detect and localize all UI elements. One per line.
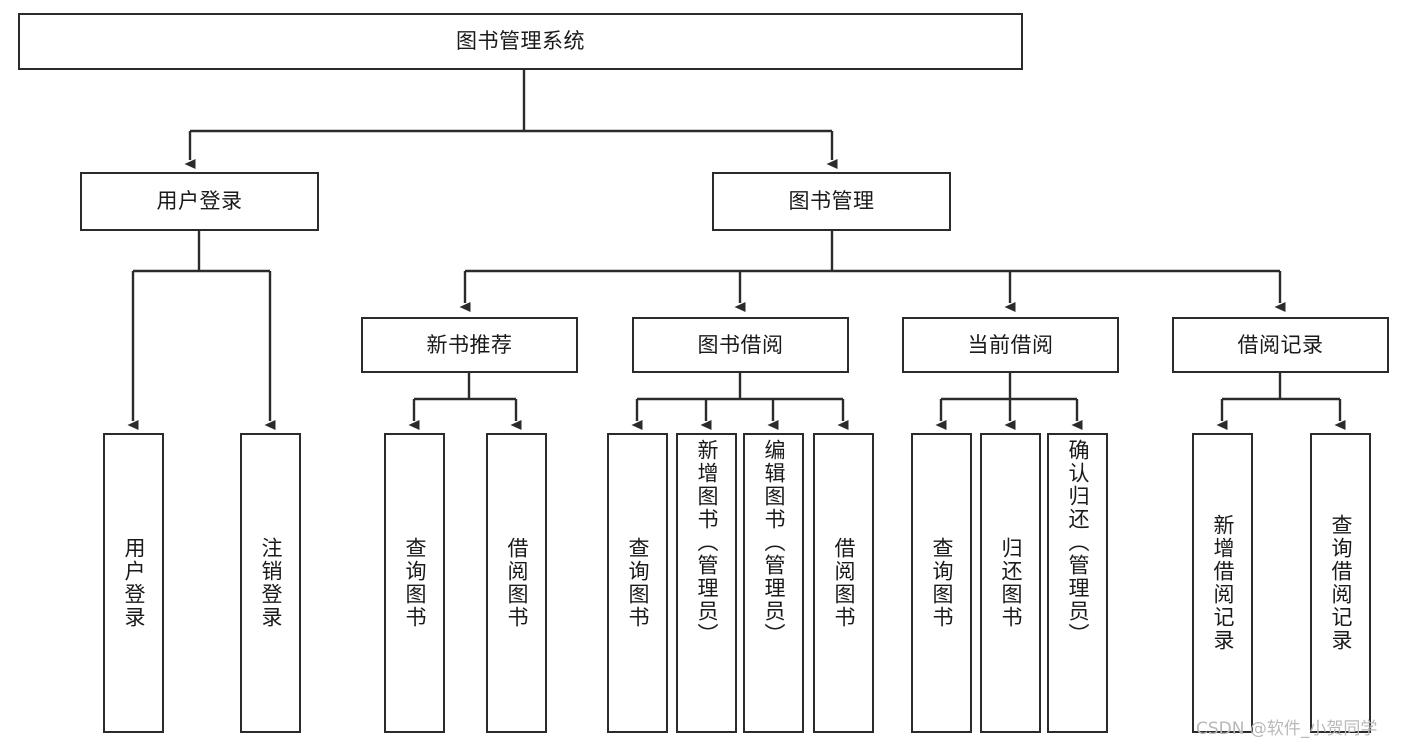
node-label: 用户登录 xyxy=(122,537,146,629)
leaf-current-borrow-query-book[interactable]: 查询图书 xyxy=(911,433,972,733)
leaf-current-borrow-return-book[interactable]: 归还图书 xyxy=(980,433,1041,733)
node-label: 借阅图书 xyxy=(505,537,529,629)
node-label: 新增图书（管理员） xyxy=(695,439,719,646)
node-label: 图书管理系统 xyxy=(456,29,585,54)
leaf-borrow-record-add-record[interactable]: 新增借阅记录 xyxy=(1192,433,1253,733)
node-label: 新书推荐 xyxy=(426,332,513,357)
leaf-book-borrow-add-book-admin[interactable]: 新增图书（管理员） xyxy=(676,433,737,733)
node-new-book-recommendation[interactable]: 新书推荐 xyxy=(361,317,578,373)
node-label: 新增借阅记录 xyxy=(1211,514,1235,652)
leaf-user-login-logout[interactable]: 注销登录 xyxy=(240,433,301,733)
node-label: 查询借阅记录 xyxy=(1329,514,1353,652)
node-label: 图书借阅 xyxy=(697,332,784,357)
node-book-borrow[interactable]: 图书借阅 xyxy=(632,317,849,373)
node-label: 查询图书 xyxy=(626,537,650,629)
node-label: 当前借阅 xyxy=(967,332,1054,357)
node-label: 查询图书 xyxy=(403,537,427,629)
leaf-borrow-record-query-record[interactable]: 查询借阅记录 xyxy=(1310,433,1371,733)
leaf-current-borrow-confirm-return-admin[interactable]: 确认归还（管理员） xyxy=(1047,433,1108,733)
leaf-new-book-borrow-book[interactable]: 借阅图书 xyxy=(486,433,547,733)
node-label: 编辑图书（管理员） xyxy=(762,439,786,646)
node-label: 归还图书 xyxy=(999,537,1023,629)
node-label: 借阅图书 xyxy=(832,537,856,629)
leaf-book-borrow-edit-book-admin[interactable]: 编辑图书（管理员） xyxy=(743,433,804,733)
node-label: 用户登录 xyxy=(156,189,243,214)
node-book-management[interactable]: 图书管理 xyxy=(712,172,951,231)
node-current-borrow[interactable]: 当前借阅 xyxy=(902,317,1119,373)
node-label: 注销登录 xyxy=(259,537,283,629)
node-label: 借阅记录 xyxy=(1237,332,1324,357)
leaf-user-login-login[interactable]: 用户登录 xyxy=(103,433,164,733)
leaf-new-book-query-book[interactable]: 查询图书 xyxy=(384,433,445,733)
node-user-login[interactable]: 用户登录 xyxy=(80,172,319,231)
leaf-book-borrow-borrow-book[interactable]: 借阅图书 xyxy=(813,433,874,733)
node-label: 查询图书 xyxy=(930,537,954,629)
node-label: 确认归还（管理员） xyxy=(1066,439,1090,646)
leaf-book-borrow-query-book[interactable]: 查询图书 xyxy=(607,433,668,733)
csdn-watermark: CSDN @软件_小贺同学 xyxy=(1196,719,1378,739)
node-borrow-record[interactable]: 借阅记录 xyxy=(1172,317,1389,373)
node-label: 图书管理 xyxy=(788,189,875,214)
node-root-book-management-system[interactable]: 图书管理系统 xyxy=(18,13,1023,70)
